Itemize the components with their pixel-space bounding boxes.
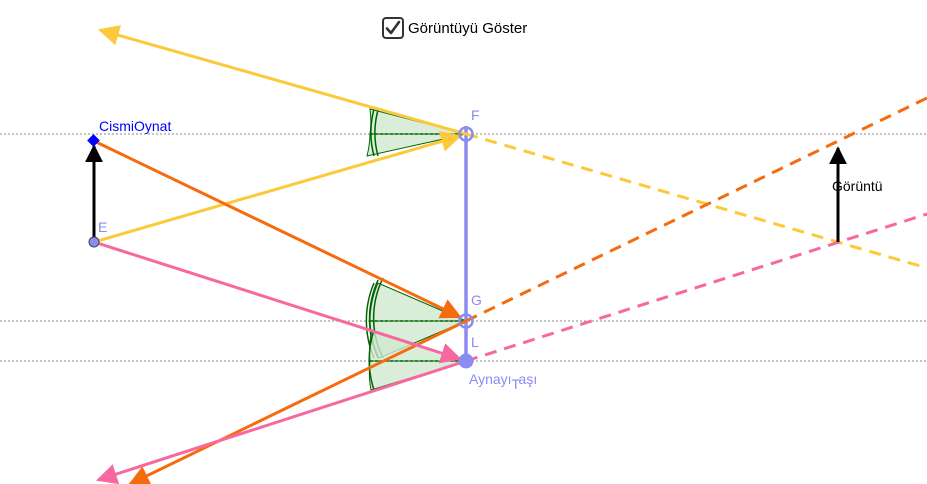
point-F-label: F: [471, 107, 480, 123]
mirror-label-main: Aynayı: [469, 371, 512, 387]
point-L-label: L: [471, 334, 479, 350]
point-E[interactable]: [88, 236, 100, 248]
checkmark-icon: [385, 20, 401, 35]
orange-virtual-ray: [465, 96, 927, 323]
point-E-label: E: [98, 219, 107, 235]
mirror-label-sub: T: [512, 376, 521, 392]
mirror-label: AynayıTaşı: [469, 371, 537, 392]
checkbox-box[interactable]: [382, 17, 404, 39]
pink-reflected-ray: [96, 359, 467, 484]
orange-incident-ray: [93, 139, 462, 319]
point-F[interactable]: [458, 126, 474, 142]
object-label: CismiOynat: [99, 118, 171, 134]
checkbox-label: Görüntüyü Göster: [408, 19, 528, 37]
yellow-virtual-ray: [465, 132, 927, 270]
object-move-handle[interactable]: [87, 134, 100, 147]
show-image-checkbox[interactable]: Görüntüyü Göster: [382, 17, 527, 39]
point-G[interactable]: [458, 313, 474, 329]
point-G-label: G: [471, 292, 482, 308]
pink-incident-ray: [93, 240, 463, 364]
image-label: Görüntü: [832, 178, 883, 194]
pink-virtual-ray: [465, 212, 927, 363]
mirror-label-end: aşı: [519, 371, 538, 387]
yellow-reflected-ray: [97, 25, 467, 136]
point-L[interactable]: [458, 353, 474, 369]
orange-reflected-ray: [128, 319, 467, 484]
yellow-incident-ray: [93, 131, 463, 244]
